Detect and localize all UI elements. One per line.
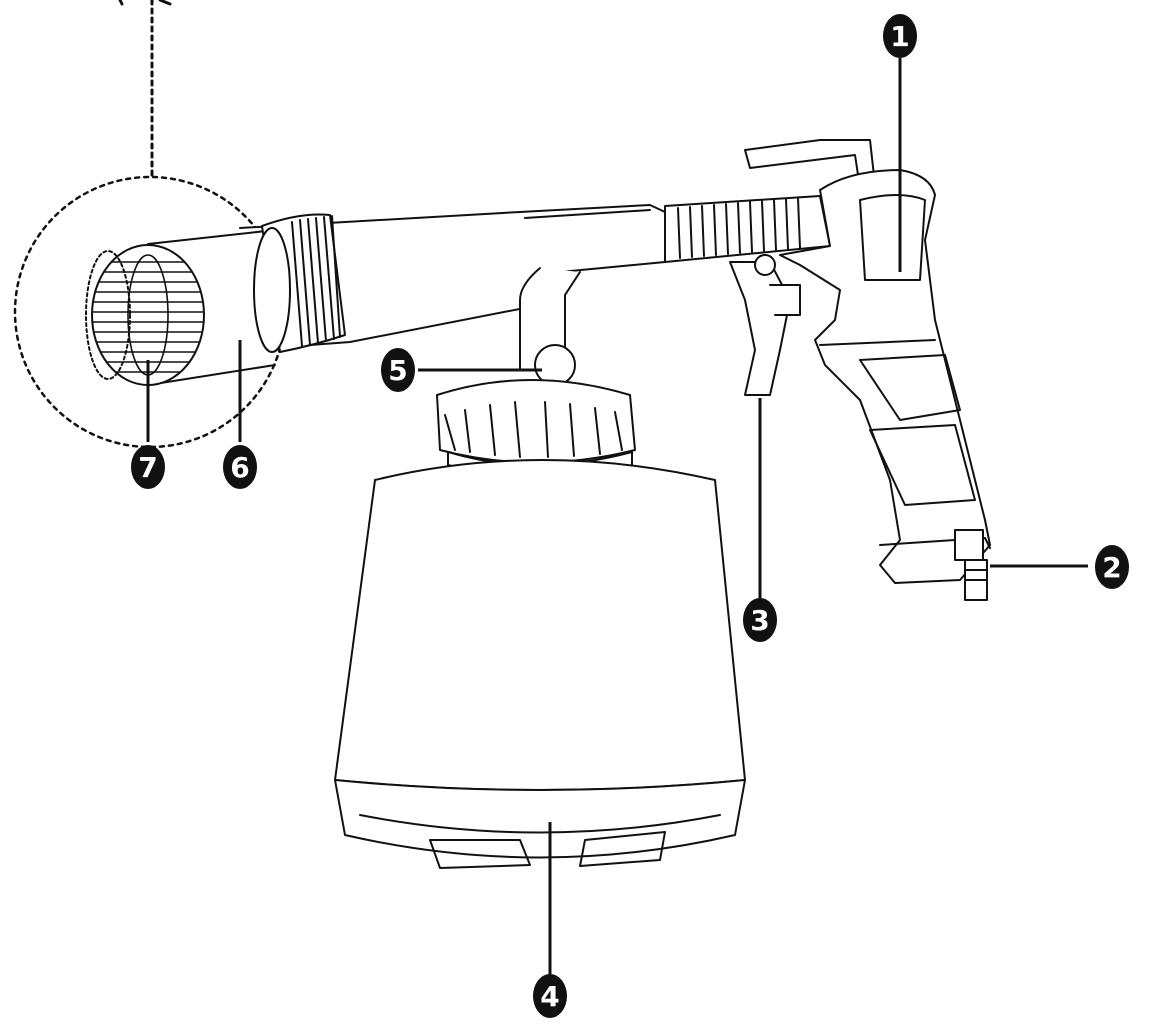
adjust-knob (534, 344, 576, 386)
spring (664, 195, 831, 263)
callout-lines (146, 58, 1088, 975)
callout-2: 2 (1095, 545, 1129, 589)
callout-4: 4 (533, 974, 567, 1018)
callout-6-label: 6 (230, 451, 249, 484)
knurled-ring (253, 213, 346, 353)
callout-3: 3 (743, 598, 777, 642)
callout-1: 1 (883, 14, 917, 58)
callout-7-label: 7 (138, 451, 157, 484)
callout-3-label: 3 (750, 604, 769, 637)
nozzle-tube-front (147, 229, 276, 386)
gun-handle (779, 169, 991, 584)
trigger (729, 261, 791, 396)
callout-2-label: 2 (1102, 551, 1121, 584)
container (334, 459, 746, 869)
air-inlet (954, 529, 988, 601)
callout-4-label: 4 (540, 980, 559, 1013)
callout-5: 5 (381, 348, 415, 392)
callout-7: 7 (131, 445, 165, 489)
detail-leader-top (118, 0, 172, 6)
callout-5-label: 5 (388, 354, 407, 387)
callout-6: 6 (223, 445, 257, 489)
barrel-sleeve (519, 204, 666, 273)
callout-1-label: 1 (890, 20, 909, 53)
